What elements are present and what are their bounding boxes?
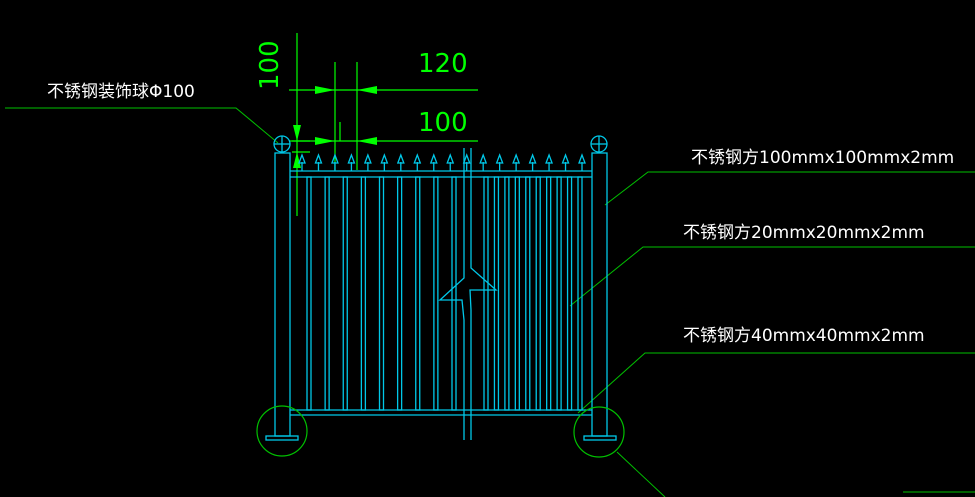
picket-bar: [378, 176, 385, 411]
spike-tip: [396, 153, 405, 164]
spike-tip: [462, 153, 471, 164]
break-line-left: [438, 148, 465, 440]
foot-circle-right: [573, 406, 625, 458]
spike-tip: [545, 153, 553, 164]
picket-bar: [396, 176, 403, 411]
spike-tip: [413, 153, 422, 164]
dimension-text-height: 100: [255, 40, 285, 90]
leader-bar40: [577, 352, 975, 414]
spike-tip: [347, 153, 356, 164]
picket-bar: [525, 176, 531, 411]
bars-right: [483, 176, 583, 411]
spike-tip: [561, 153, 570, 164]
picket-bar: [566, 176, 573, 411]
foot-detail-circles: [256, 405, 625, 458]
picket-bar: [433, 176, 439, 411]
picket-bar: [493, 176, 500, 411]
break-line-right: [469, 148, 498, 440]
spike-tip: [298, 153, 306, 164]
spike-tip: [512, 153, 521, 164]
fence: [265, 135, 617, 441]
base-plate-left: [265, 435, 299, 441]
label-post: 不锈钢方100mmx100mmx2mm: [691, 148, 954, 168]
leader-post: [604, 171, 975, 206]
picket-bar: [556, 176, 562, 411]
spikes: [298, 153, 586, 171]
picket-bar: [306, 176, 312, 411]
picket-bar: [483, 176, 489, 411]
base-plate-right: [583, 435, 617, 441]
spike-tip: [479, 153, 488, 164]
leader-lines: [5, 107, 975, 497]
leader-ball: [5, 107, 279, 144]
spike-tip: [331, 153, 339, 164]
foot-circle-left: [256, 405, 308, 457]
picket-bar: [415, 176, 421, 411]
post-left: [274, 152, 291, 437]
spike-tip: [363, 153, 372, 164]
dimension-lines: [289, 33, 478, 216]
spike-tip: [495, 153, 504, 164]
picket-bar: [535, 176, 541, 411]
picket-bar: [504, 176, 510, 411]
label-decorative-ball: 不锈钢装饰球Φ100: [47, 82, 195, 102]
picket-bar: [360, 176, 367, 411]
leader-foot: [616, 451, 666, 497]
picket-bar: [324, 176, 330, 411]
spike-tip: [446, 153, 455, 164]
picket-bar: [577, 176, 583, 411]
picket-bar: [546, 176, 552, 411]
picket-bar: [514, 176, 520, 411]
label-bar40: 不锈钢方40mmx40mmx2mm: [683, 326, 925, 346]
label-bar20: 不锈钢方20mmx20mmx2mm: [683, 223, 925, 243]
spike-tip: [429, 153, 438, 164]
dimension-arrows: [293, 86, 377, 168]
bars-left: [306, 176, 457, 411]
leader-bar20: [569, 246, 975, 307]
picket-bar: [342, 176, 348, 411]
spike-tip: [380, 153, 389, 164]
dimension-text-100: 100: [418, 108, 468, 138]
spike-tip: [528, 153, 537, 164]
spike-tip: [578, 153, 586, 164]
dimension-text-120: 120: [418, 49, 468, 79]
spike-tip: [314, 153, 323, 164]
picket-bar: [451, 176, 457, 411]
